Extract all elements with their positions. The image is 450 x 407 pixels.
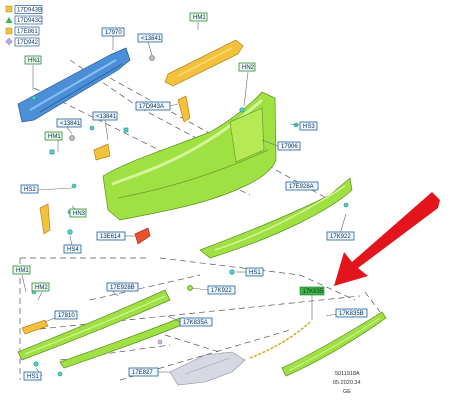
svg-text:17E928A: 17E928A [289,184,314,190]
callout-17e928b: 17E928B [106,282,139,292]
triangle-icon [5,17,13,23]
svg-text:17K835A: 17K835A [183,320,208,326]
legend-label: 17D943B [17,8,42,14]
svg-text:HS1: HS1 [27,374,39,380]
svg-text:<13841: <13841 [60,121,81,127]
bumper-reinforcement-beam [17,47,131,123]
callout-17k922-b: 17K922 [207,285,236,295]
square-icon [5,5,13,13]
legend-label: 17D943C [17,18,43,24]
callout-17k835a: 17K835A [179,317,213,327]
callout-17906: 17906 [277,141,301,151]
reflector-left [39,203,51,235]
svg-text:HS4: HS4 [67,247,79,253]
svg-text:HM2: HM2 [35,285,48,291]
svg-text:17810: 17810 [58,313,75,319]
callout-hm1-a: HM1 [44,131,63,141]
bracket-17d943a [177,95,191,123]
diffuser-panel [169,351,246,386]
svg-text:17K835B: 17K835B [339,311,364,317]
lower-reflector [21,319,49,335]
svg-text:HN3: HN3 [73,211,86,217]
legend-label: 17E861 [17,29,38,35]
red-pointer-arrow [334,192,440,286]
svg-text:17D943A: 17D943A [139,104,164,110]
callout-17d943a: 17D943A [135,101,171,111]
svg-text:HN1: HN1 [28,58,41,64]
callout-hm1-top: HM1 [189,12,208,22]
callout-hs4: HS4 [63,244,82,254]
svg-text:HN2: HN2 [242,65,255,71]
callout-13e614: 13E614 [96,231,126,241]
lower-trim-strip [281,311,387,377]
legend-label: 17D942 [17,40,39,46]
callout-hs2: HS2 [20,184,39,194]
upper-bracket [164,39,244,87]
svg-text:17K835: 17K835 [303,289,324,295]
callout-13841-a: <13841 [137,33,163,43]
trim-strip-yellow [249,321,311,359]
callout-17k922-a: 17K922 [326,231,355,241]
callout-17k835-green: 17K835 [299,286,325,296]
reflector-red [134,227,151,245]
callout-hm2: HM2 [31,282,50,292]
svg-text:17E928B: 17E928B [110,285,135,291]
callout-17e827: 17E827 [128,367,159,377]
legend-item-17e861: 17E861 [5,26,40,36]
diagram-footer: 5011918A 05.2020.34 GE [333,371,361,395]
callout-hn3: HN3 [69,208,87,218]
callout-hs1-a: HS1 [245,267,264,277]
svg-text:<13841: <13841 [141,36,162,42]
svg-text:17E827: 17E827 [132,370,153,376]
svg-text:13E614: 13E614 [100,234,121,240]
callout-17810: 17810 [54,310,78,320]
svg-text:HS2: HS2 [24,187,36,193]
callout-17e928a: 17E928A [285,181,319,191]
lower-valance-right [199,177,353,259]
fasteners [31,55,349,377]
lower-diffuser-left [17,289,185,369]
callout-17970: 17970 [101,27,125,37]
callout-13841-b: <13841 [56,118,82,128]
diagram-date: 05.2020.34 [333,380,361,386]
callout-hs1-b: HS1 [23,371,42,381]
legend-item-17d942: 17D942 [5,37,40,47]
diagram-number: 5011918A [335,371,360,377]
callout-hn1: HN1 [24,55,42,65]
callout-hs3: HS3 [299,121,318,131]
square-icon [5,27,13,35]
svg-text:HM1: HM1 [48,134,61,140]
svg-text:17K922: 17K922 [330,234,351,240]
svg-text:17K922: 17K922 [211,288,232,294]
rear-bumper-cover [102,91,277,221]
diagram-locale: GE [343,389,351,395]
svg-text:<13841: <13841 [96,114,117,120]
legend-item-17d943b: 17D943B [5,5,43,14]
diamond-icon [5,37,13,46]
legend-item-17d943c: 17D943C [5,15,43,25]
legend: 17D943B 17D943C 17E861 17D942 [5,5,43,47]
mid-bracket [93,143,111,161]
svg-text:17970: 17970 [105,30,122,36]
callout-hn2: HN2 [238,62,256,72]
callout-hm1-b: HM1 [12,265,31,275]
callout-17k835b: 17K835B [335,308,368,318]
svg-text:HM1: HM1 [193,15,206,21]
svg-text:HS1: HS1 [249,270,261,276]
svg-text:17906: 17906 [281,144,298,150]
svg-text:HS3: HS3 [303,124,315,130]
callout-13841-c: <13841 [92,111,118,121]
svg-text:HM1: HM1 [16,268,29,274]
